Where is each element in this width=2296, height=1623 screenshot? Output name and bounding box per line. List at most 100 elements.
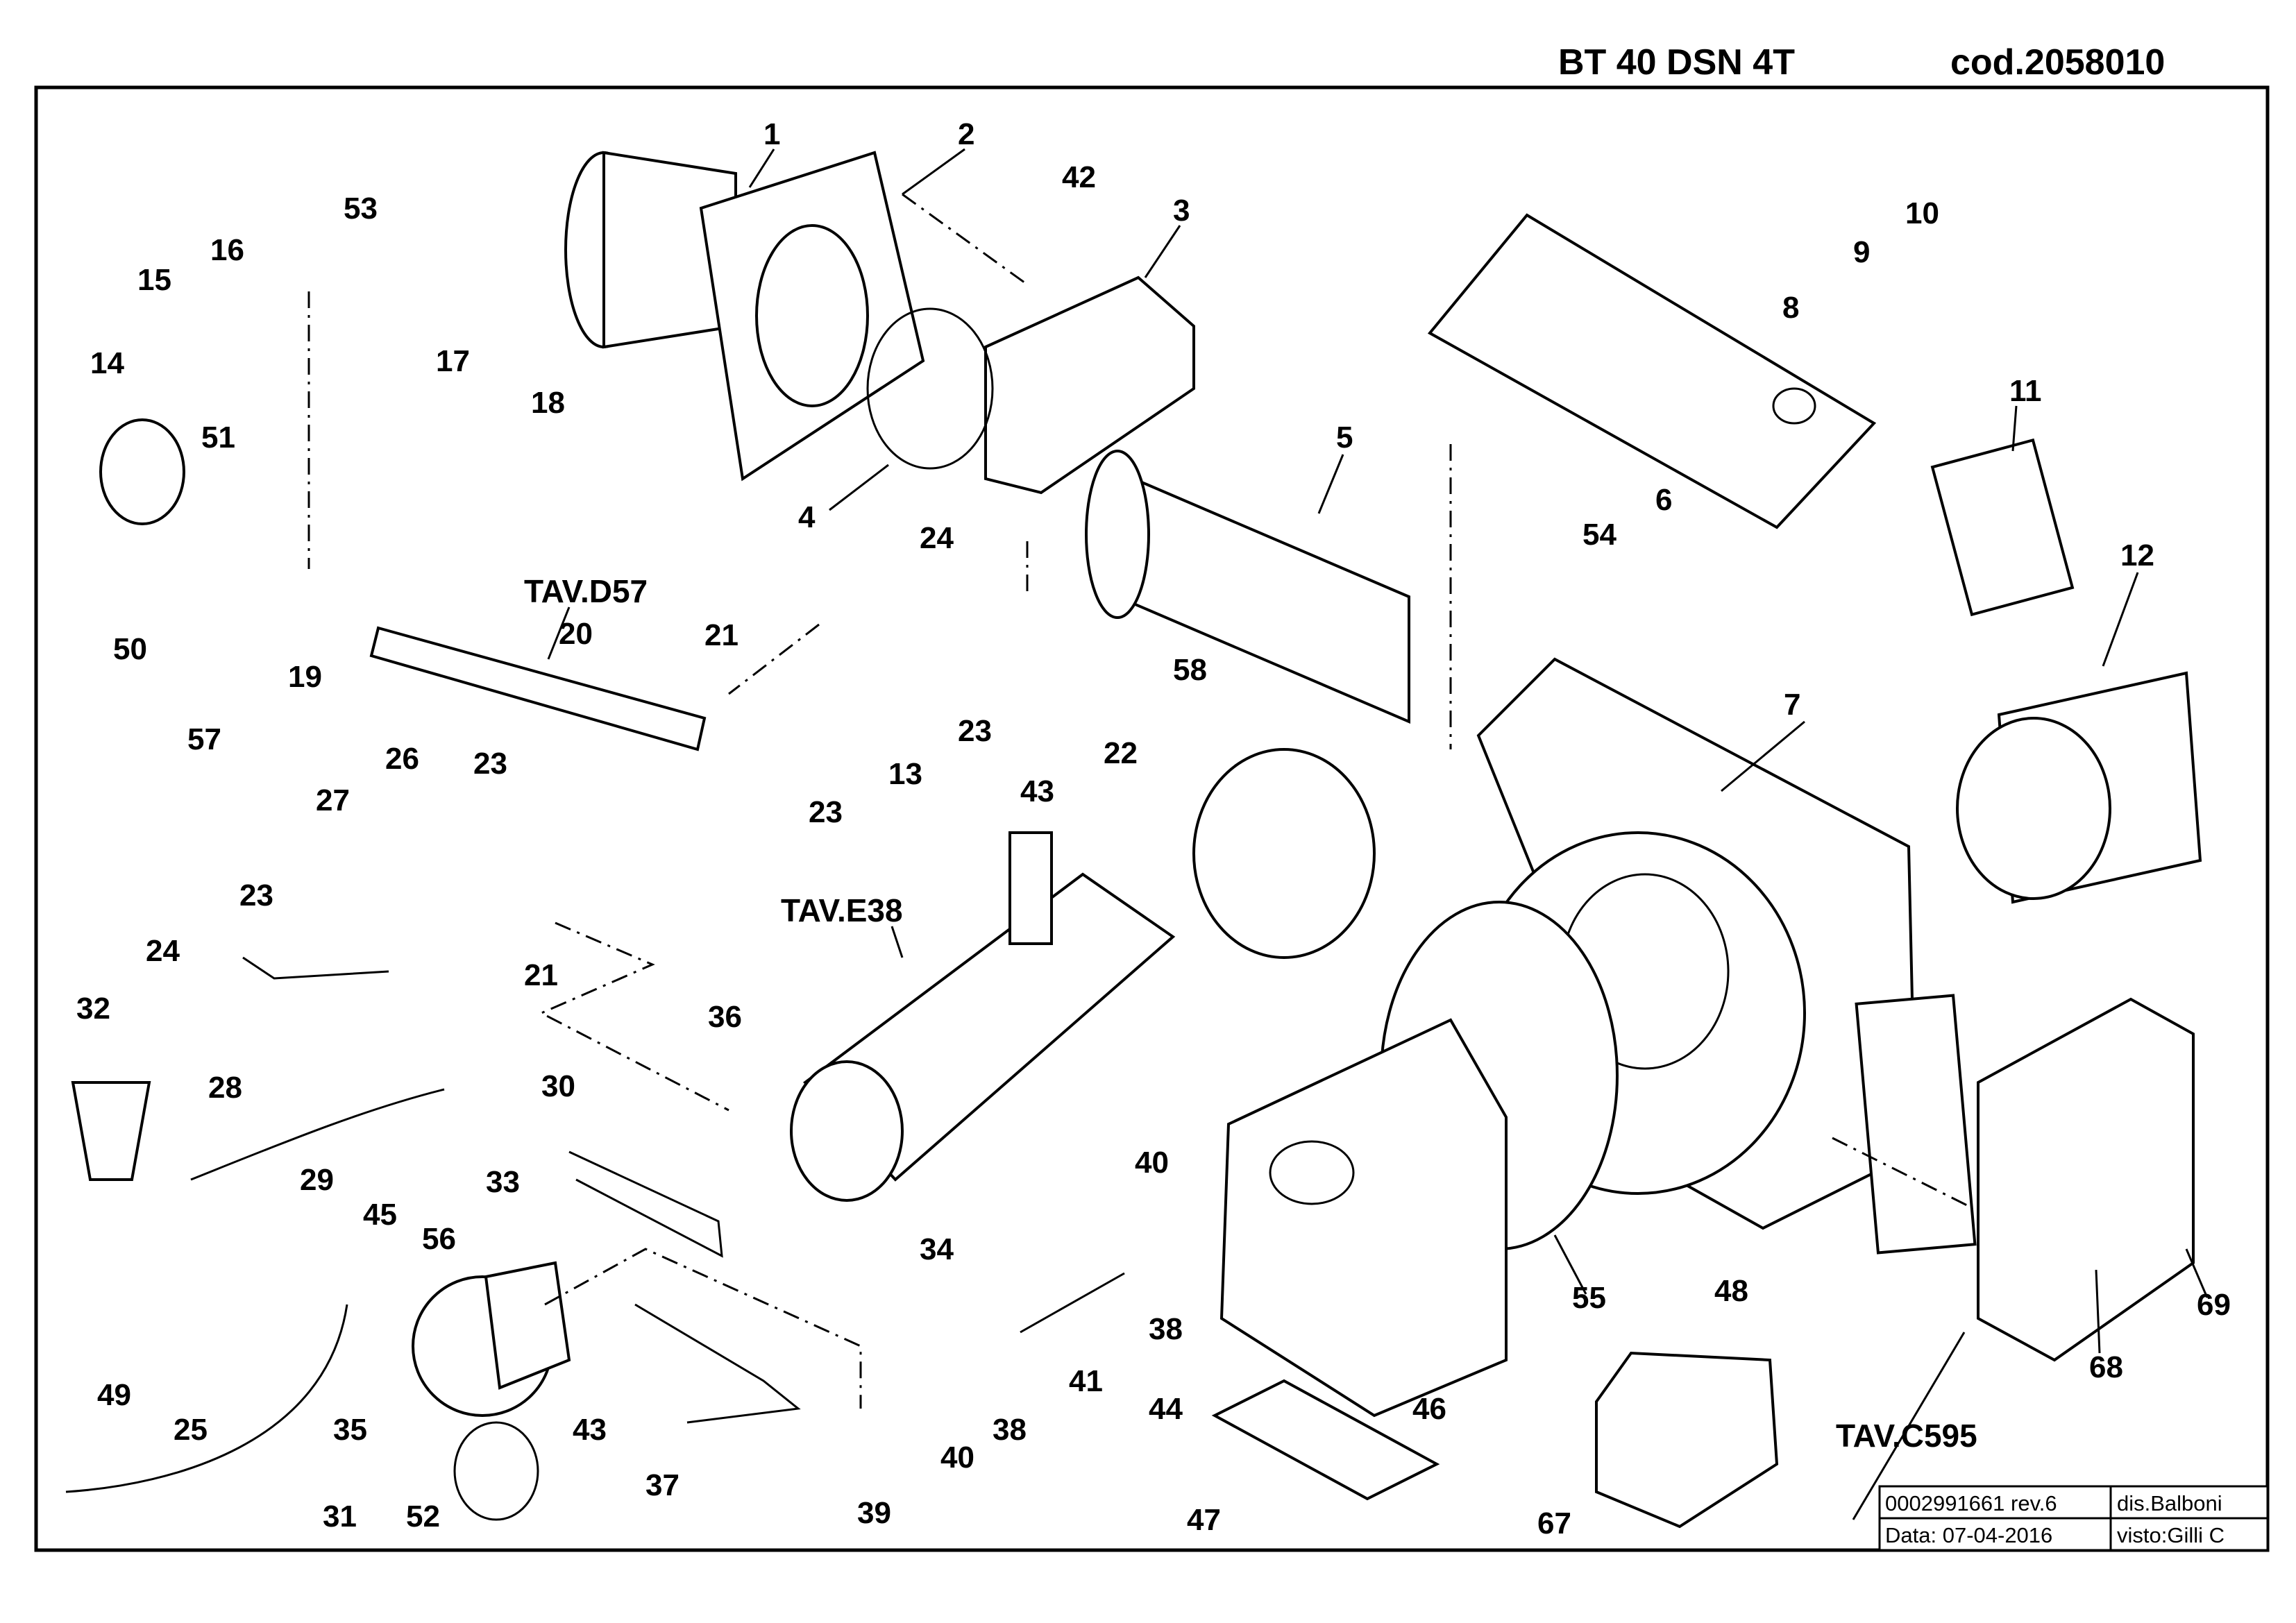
callout-69: 69 [2197,1288,2231,1322]
callout-33: 33 [486,1165,520,1199]
callout-24a: 24 [920,521,954,555]
model-title: BT 40 DSN 4T [1558,42,1795,83]
callout-19: 19 [288,660,322,694]
air-box-part [1219,1018,1508,1418]
callout-21b: 21 [524,958,558,992]
callout-55: 55 [1572,1281,1606,1315]
callout-45: 45 [363,1198,397,1232]
callout-10: 10 [1905,196,1939,230]
callout-12: 12 [2120,538,2154,572]
callout-43a: 43 [1020,774,1054,808]
callout-8: 8 [1782,291,1799,325]
callout-22: 22 [1104,736,1138,770]
callout-57: 57 [187,722,221,756]
callout-23c: 23 [473,747,507,781]
drawing-frame [34,85,2270,1552]
callout-25: 25 [174,1413,208,1447]
callout-68: 68 [2089,1350,2123,1384]
callout-39: 39 [857,1496,891,1530]
deflector-disc-part [99,418,185,525]
drawing-date: Data: 07-04-2016 [1885,1523,2052,1547]
callout-52: 52 [406,1499,440,1533]
callout-38a: 38 [1149,1312,1183,1346]
callout-31: 31 [323,1499,357,1533]
callout-56: 56 [422,1222,456,1256]
callout-23b: 23 [809,795,843,829]
callout-17: 17 [436,344,470,378]
callout-26: 26 [385,742,419,776]
pipe-part [568,1150,723,1258]
callout-18: 18 [531,386,565,420]
ref-tav-c595: TAV.C595 [1836,1418,1977,1454]
callout-11: 11 [2009,374,2042,408]
callout-53: 53 [344,192,378,226]
hose-part [190,1088,445,1181]
ref-tav-e38: TAV.E38 [781,892,903,928]
callout-23d: 23 [239,878,273,912]
callout-21: 21 [704,618,738,652]
capacitor-part [1930,438,2075,617]
callout-9: 9 [1853,235,1870,269]
pump-part [412,1261,571,1417]
plate-part [1211,1379,1440,1501]
callout-28: 28 [208,1071,242,1105]
callout-30: 30 [541,1069,575,1103]
flange-gasket-part [699,151,925,482]
callout-46: 46 [1412,1392,1446,1426]
pipe-part [634,1303,801,1424]
callout-32: 32 [76,992,110,1026]
title-block: 0002991661 rev.6 dis.Balboni Data: 07-04… [1878,1485,2269,1552]
callout-34: 34 [920,1232,954,1266]
filter-cup-part [71,1081,151,1181]
callout-35: 35 [333,1413,367,1447]
hose-part [65,1304,348,1493]
code-number: cod.2058010 [1950,42,2166,83]
callout-20: 20 [559,617,593,651]
callout-1: 1 [763,117,780,151]
coil-part [1595,1351,1779,1529]
pump-gasket-part [453,1421,539,1521]
callout-38b: 38 [993,1413,1027,1447]
control-box-part [1855,994,2195,1362]
callout-27: 27 [316,783,350,817]
callout-14: 14 [90,346,124,380]
callout-37: 37 [645,1468,679,1502]
shaft-part [1020,1272,1125,1334]
callout-51: 51 [201,420,235,454]
combustion-tube-part [1085,450,1410,724]
callout-58: 58 [1173,653,1207,687]
callout-labels: 1 2 3 4 5 6 7 8 9 10 11 12 13 14 15 16 1… [76,117,2231,1540]
callout-29: 29 [300,1163,334,1197]
callout-49: 49 [97,1378,131,1412]
motor-part [1956,671,2202,904]
callout-3: 3 [1173,194,1190,228]
flange-part [866,275,1195,495]
leader-lines [547,148,2209,1520]
nozzle-holder-part [369,626,707,751]
checked-by: visto:Gilli C [2117,1523,2225,1547]
callout-15: 15 [137,263,171,297]
doc-number: 0002991661 rev.6 [1885,1491,2057,1515]
air-damper-housing-part [1192,748,1376,959]
callout-41: 41 [1069,1364,1103,1398]
callout-47: 47 [1187,1503,1221,1537]
callout-36: 36 [708,1000,742,1034]
ref-tav-d57: TAV.D57 [524,573,648,609]
ignition-assembly-part [790,831,1176,1202]
callout-13: 13 [888,757,922,791]
callout-16: 16 [210,233,244,267]
callout-42: 42 [1062,160,1096,194]
callout-50: 50 [113,632,147,666]
callout-40b: 40 [940,1441,974,1475]
callout-4: 4 [798,500,816,534]
callout-54: 54 [1582,518,1617,552]
callout-24b: 24 [146,934,180,968]
pipe-part [242,956,389,980]
callout-67: 67 [1537,1506,1571,1540]
callout-7: 7 [1784,688,1800,722]
callout-5: 5 [1336,420,1353,454]
drawn-by: dis.Balboni [2117,1491,2222,1515]
callout-2: 2 [958,117,974,151]
callout-23a: 23 [958,714,992,748]
